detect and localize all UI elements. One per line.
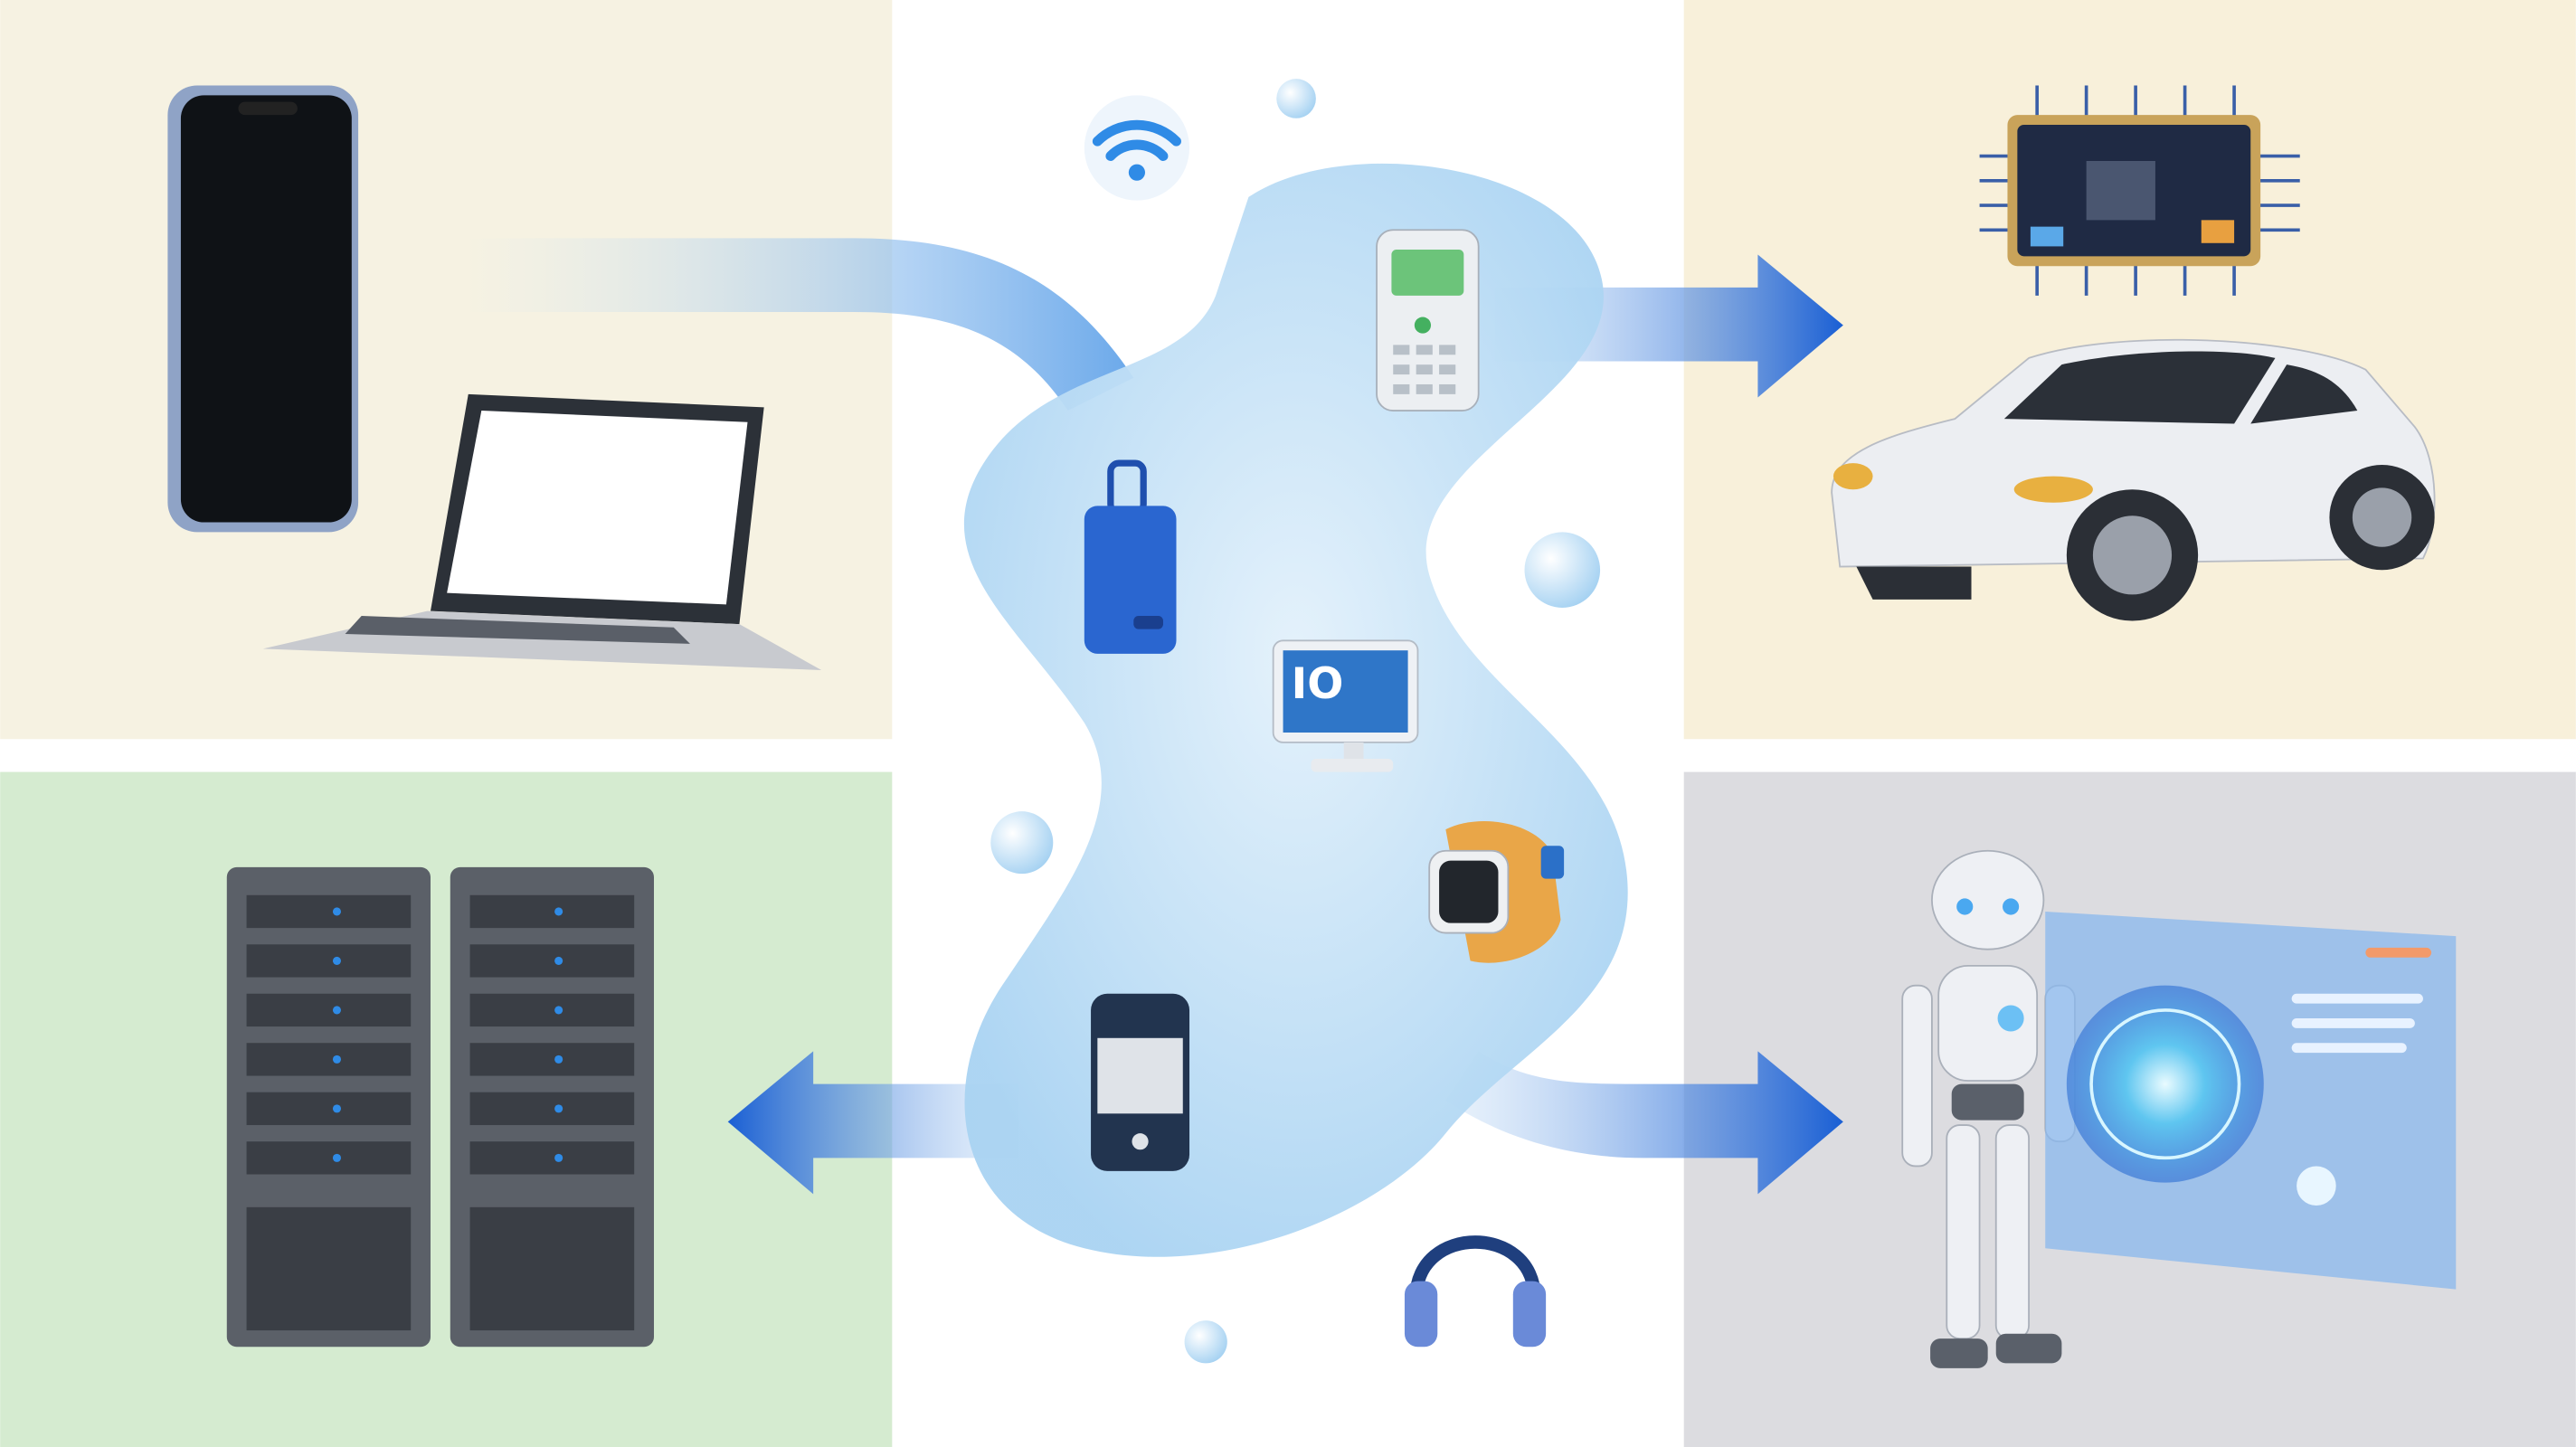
incoming-flow	[459, 238, 1134, 411]
laptop-icon	[262, 393, 822, 670]
bubble	[990, 811, 1054, 875]
monitor-screen-text: IO	[1292, 659, 1344, 709]
arrow-to-robot	[1445, 1051, 1843, 1195]
smartwatch-icon	[1428, 821, 1565, 963]
bubble	[1276, 79, 1316, 118]
luggage-icon	[1084, 459, 1177, 654]
arrow-to-servers	[727, 1051, 1019, 1195]
server-rack-icon	[226, 866, 654, 1348]
car-icon	[1831, 338, 2436, 621]
smartphone-icon	[167, 85, 359, 533]
headphones-icon	[1404, 1235, 1547, 1348]
wifi-icon	[1084, 95, 1190, 201]
bubble	[1524, 532, 1601, 608]
microchip-icon	[1979, 85, 2300, 296]
bubble	[1184, 1320, 1227, 1364]
mobile-phone-icon	[1091, 993, 1190, 1171]
monitor-icon: IO	[1272, 639, 1419, 772]
desk-phone-icon	[1376, 229, 1480, 411]
hologram-screen-icon	[2045, 911, 2457, 1290]
